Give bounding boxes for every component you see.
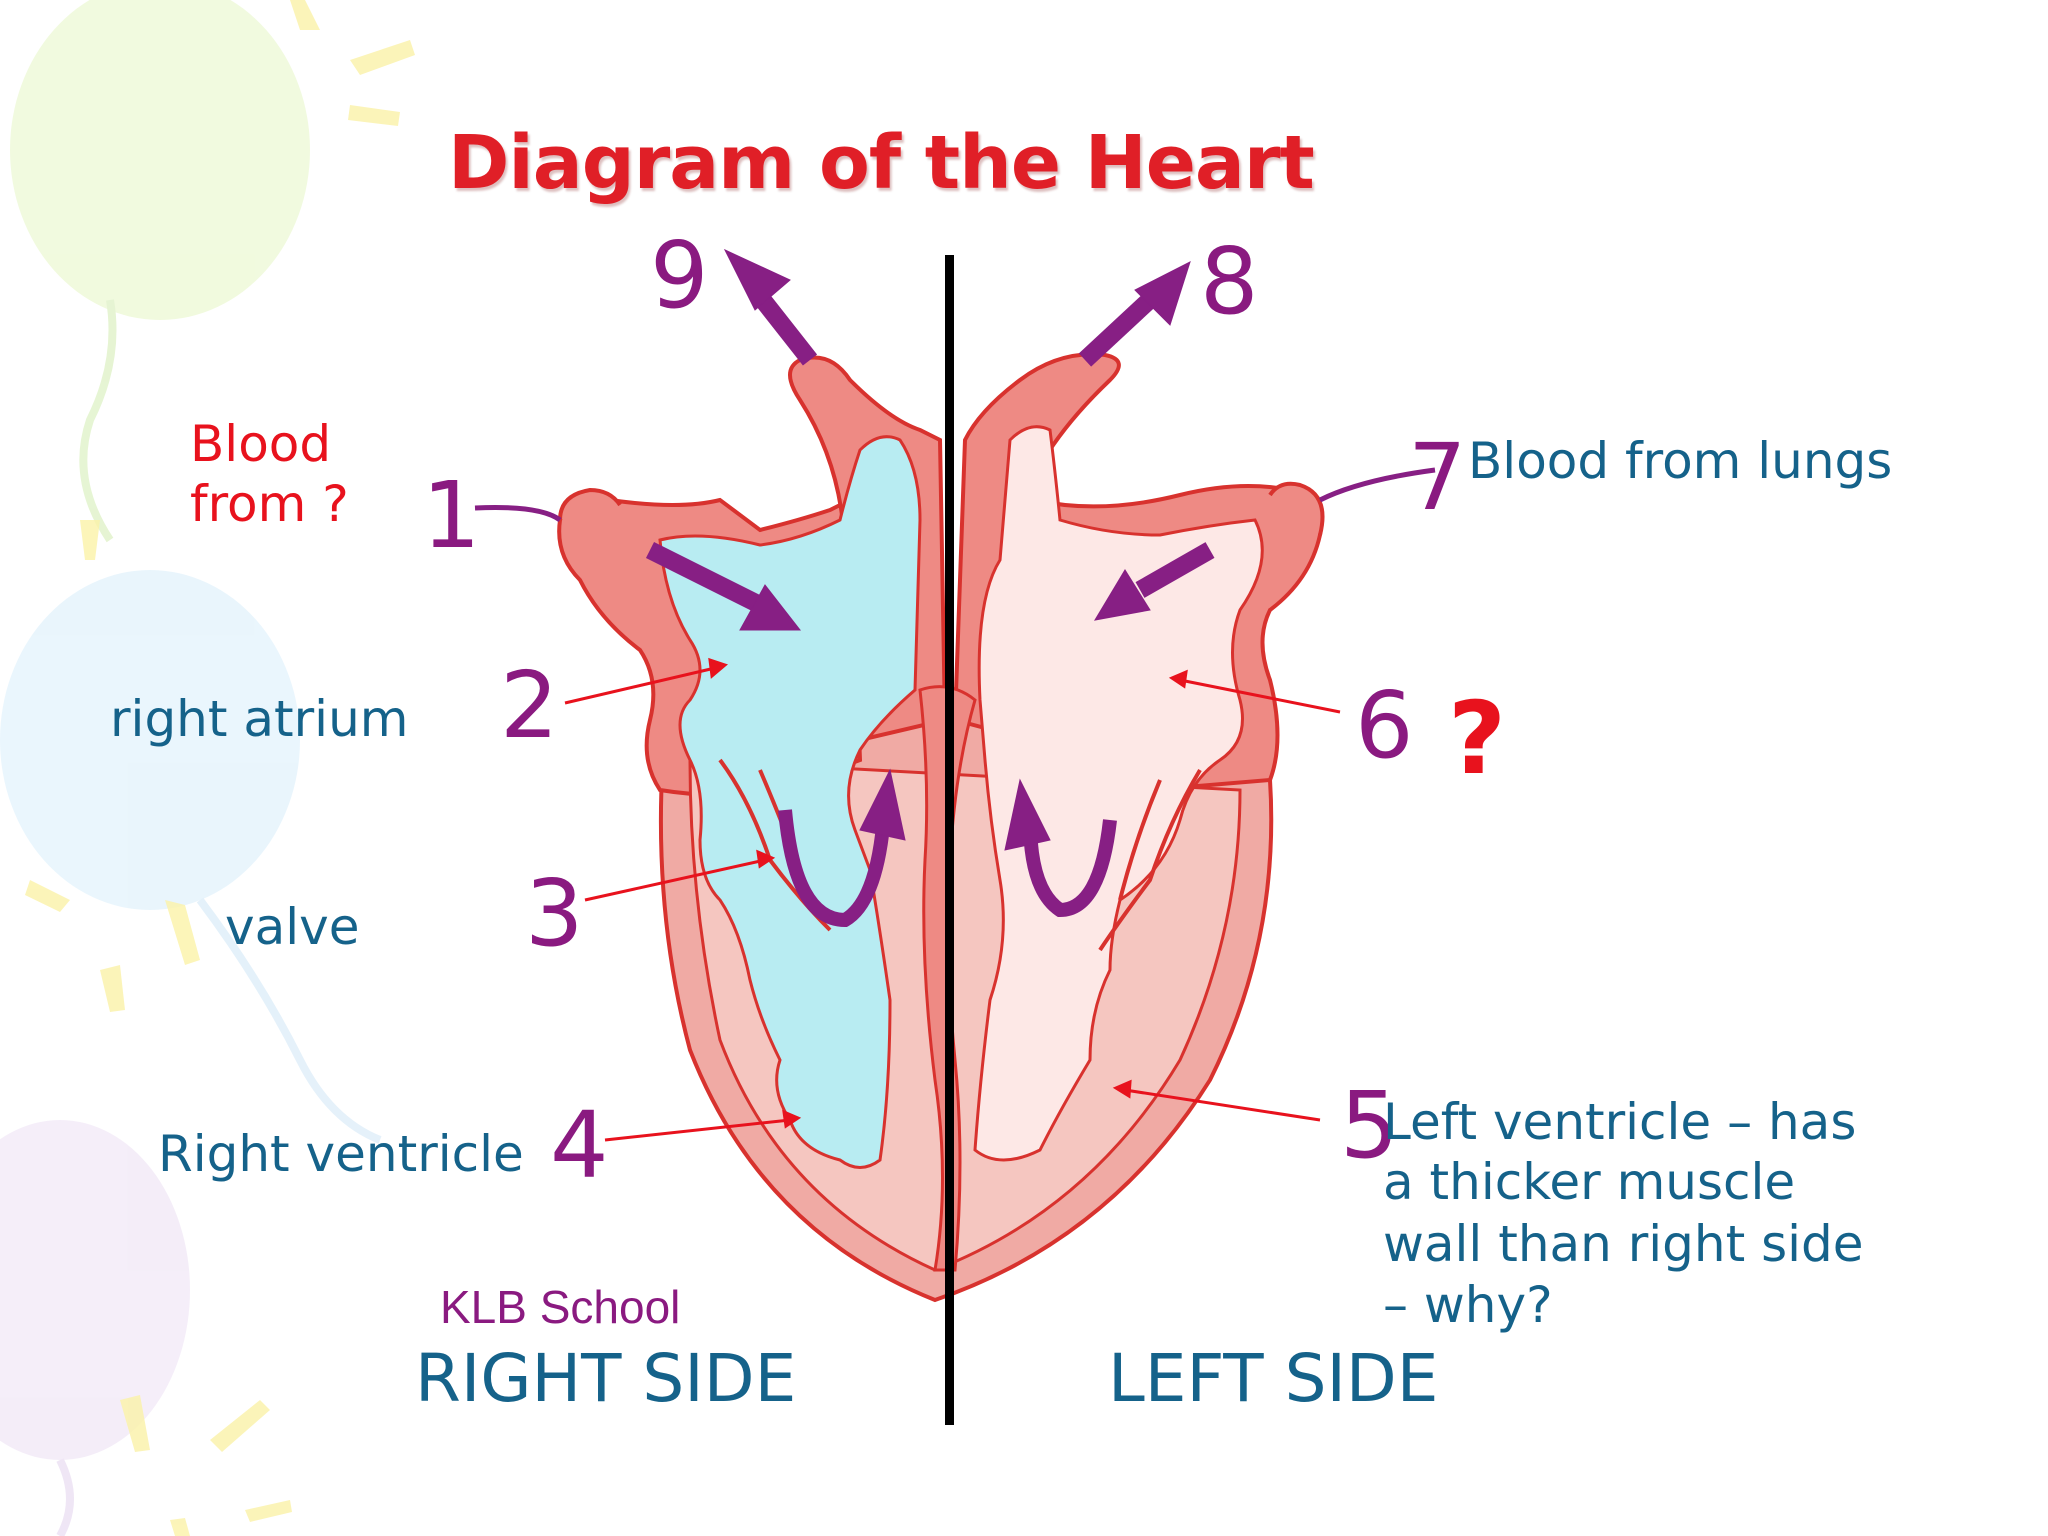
credit-label: KLB School [440,1281,681,1333]
question-mark: ? [1448,680,1507,797]
blue-balloon [0,570,300,910]
label-number-1: 1 [422,462,481,569]
arrow-7-head [1094,569,1151,621]
right-side-caption: RIGHT SIDE [415,1340,797,1417]
label-number-5: 5 [1340,1072,1399,1179]
arrow-lv-head [1004,778,1051,851]
green-balloon [10,0,310,320]
deoxygenated-blood-region [658,435,922,1169]
label-number-4: 4 [550,1092,609,1199]
arrow-rv-head [859,768,906,841]
label-number-9: 9 [650,222,709,329]
blood-from-label-line1: Blood [190,415,332,473]
label-number-3: 3 [525,860,584,967]
blood-from-lungs-label: Blood from lungs [1468,432,1893,490]
sun-rays [25,0,415,1536]
arrow-1-head [739,584,802,631]
left-ventricle-line-4: – why? [1383,1276,1553,1334]
pointer-lines [564,657,1341,1142]
arrow-9-head [723,248,791,311]
left-side-caption: LEFT SIDE [1108,1340,1439,1417]
right-atrium-label: right atrium [110,690,409,748]
blood-flow-arrows [474,248,1436,928]
arrow-8-head [1134,261,1191,326]
left-ventricle-line-2: a thicker muscle [1383,1153,1796,1211]
right-ventricle-label: Right ventricle [158,1125,524,1183]
label-number-6: 6 [1355,672,1414,779]
vena-cava-stub [558,487,622,521]
left-av-valve [1098,768,1202,952]
left-ventricle-line-1: Left ventricle – has [1383,1093,1857,1151]
purple-balloon [0,1120,190,1460]
label-number-8: 8 [1200,228,1259,335]
label-number-2: 2 [500,652,559,759]
label-number-7: 7 [1408,424,1467,531]
left-ventricle-line-3: wall than right side [1383,1215,1864,1273]
side-divider-line [945,255,954,1425]
pulmonary-vein-stub [1268,481,1325,536]
diagram-title: Diagram of the Heart [448,120,1315,206]
blood-from-label-line2: from ? [190,475,349,533]
valve-label: valve [225,898,360,956]
